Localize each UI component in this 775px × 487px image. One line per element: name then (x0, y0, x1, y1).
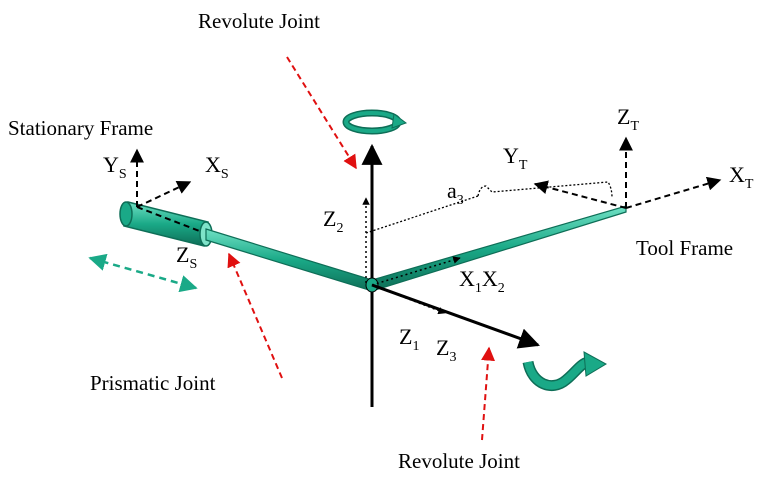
inner-rod (205, 228, 373, 292)
yt-axis (533, 180, 627, 209)
revolute-joint-top-label: Revolute Joint (198, 9, 320, 33)
ys-label: YS (103, 152, 127, 182)
zt-label: ZT (617, 104, 639, 134)
a3-dimension (365, 181, 613, 234)
tool-frame-label: Tool Frame (636, 236, 733, 260)
tool-arm (371, 205, 627, 292)
prismatic-cylinder (119, 201, 213, 247)
prismatic-motion-arrow (88, 253, 198, 293)
z1-dotted-axis (371, 284, 446, 315)
xs-label: XS (205, 152, 229, 182)
zs-axis (136, 206, 203, 233)
xt-label: XT (729, 162, 754, 192)
revolute-joint-bottom-label: Revolute Joint (398, 449, 520, 473)
yt-label: YT (503, 143, 528, 173)
z1-label: Z1 (399, 324, 419, 354)
z1-z3-axis (371, 283, 540, 349)
xs-axis (136, 181, 192, 208)
z3-label: Z3 (436, 335, 456, 365)
zs-label: ZS (176, 242, 197, 272)
xt-axis (625, 176, 722, 209)
revolute-bottom-pointer (481, 346, 496, 441)
a3-label: a3 (447, 178, 464, 208)
x1-x2-axis (371, 256, 461, 286)
z2-label: Z2 (323, 206, 343, 236)
revolute-top-pointer (286, 56, 357, 170)
prismatic-joint-label: Prismatic Joint (90, 371, 216, 395)
rotation-arrow-top-icon (342, 109, 408, 135)
x1-x2-label: X1X2 (459, 266, 505, 296)
rotation-arrow-bottom-icon (522, 351, 608, 391)
stationary-frame-label: Stationary Frame (8, 116, 153, 140)
prismatic-pointer (227, 252, 283, 379)
